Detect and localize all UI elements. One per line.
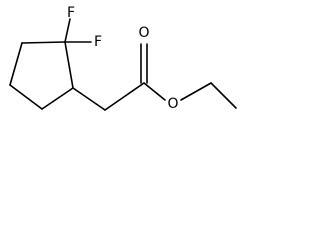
- atom-label-fluorine-top: F: [67, 5, 75, 21]
- bond-ch2-ch3: [210, 82, 237, 109]
- chemical-structure: F F O O: [9, 5, 237, 112]
- bond-c-f-top: [64, 18, 71, 43]
- bond-ch2-carbonyl: [104, 82, 145, 111]
- ring-bond-3: [41, 87, 74, 110]
- ring-bond-1: [21, 41, 66, 44]
- ring-bond-4: [9, 84, 43, 110]
- ring-bond-2: [64, 41, 74, 89]
- cyclopentane-ring: [9, 41, 74, 110]
- bond-ester-o-ch2: [180, 82, 212, 101]
- atom-label-oxygen-carbonyl: O: [138, 25, 149, 41]
- bond-carbonyl-ester-o: [143, 82, 166, 101]
- atom-label-fluorine-right: F: [94, 34, 102, 50]
- atom-label-oxygen-ester: O: [167, 96, 178, 112]
- bond-ring-ch2: [72, 87, 106, 111]
- ring-bond-5: [9, 42, 23, 86]
